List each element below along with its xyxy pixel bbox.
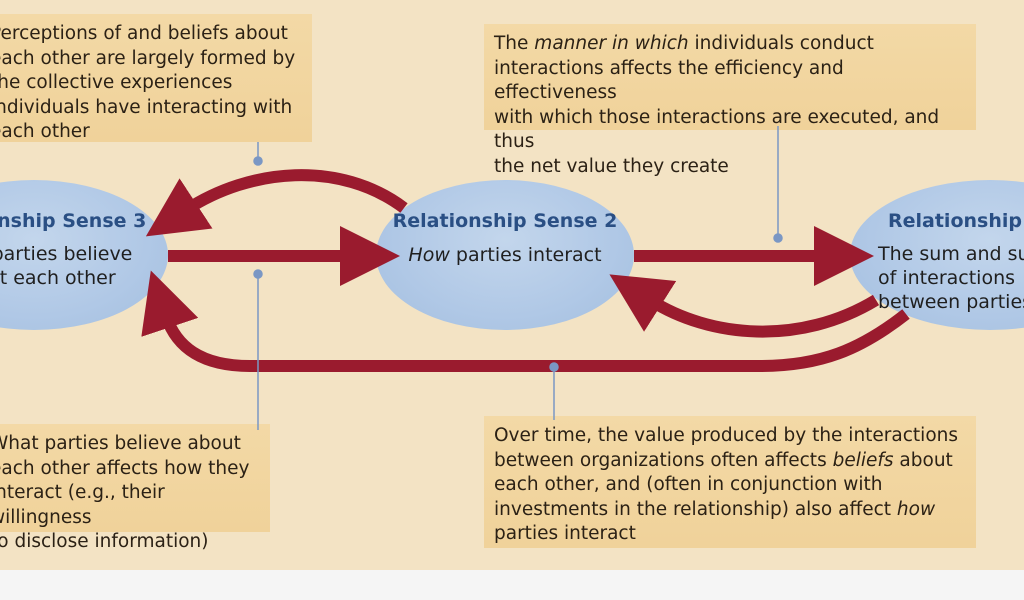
callout-top-left: Perceptions of and beliefs about each ot… [0,14,312,142]
callout-bottom-right: Over time, the value produced by the int… [484,416,976,548]
node-sense-2-desc: How parties interact [408,244,602,266]
connector-dot-top-left [253,156,263,166]
connector-dot-top-right [773,233,783,243]
node-relationship-sense-2: Relationship Sense 2 How parties interac… [376,180,634,330]
node-sense-3-title: Relationship Sense 3 [0,210,147,232]
callout-bottom-right-text: Over time, the value produced by the int… [494,425,958,544]
arrow-sense1-to-sense3-long [141,270,910,372]
arrows-layer [141,126,910,430]
bottom-strip [0,570,1024,600]
node-sense-1-desc: The sum and substance of interactions be… [878,243,1024,313]
callout-top-left-text: Perceptions of and beliefs about each ot… [0,23,296,142]
connector-dot-bottom-right [549,362,559,372]
callout-bottom-left: What parties believe about each other af… [0,424,270,552]
arrow-sense1-to-sense2-curve [609,274,880,338]
diagram-canvas: Perceptions of and beliefs about each ot… [0,0,1024,570]
node-sense-2-title: Relationship Sense 2 [392,210,618,232]
callout-top-right: The manner in which individuals conduct … [484,24,976,177]
connector-dot-bottom-left [253,269,263,279]
arrow-sense2-to-sense3-curve [145,169,408,237]
node-sense-1-title: Relationship Sense 1 [888,210,1024,232]
callout-top-right-text: The manner in which individuals conduct … [494,33,940,177]
callout-bottom-left-text: What parties believe about each other af… [0,433,250,552]
